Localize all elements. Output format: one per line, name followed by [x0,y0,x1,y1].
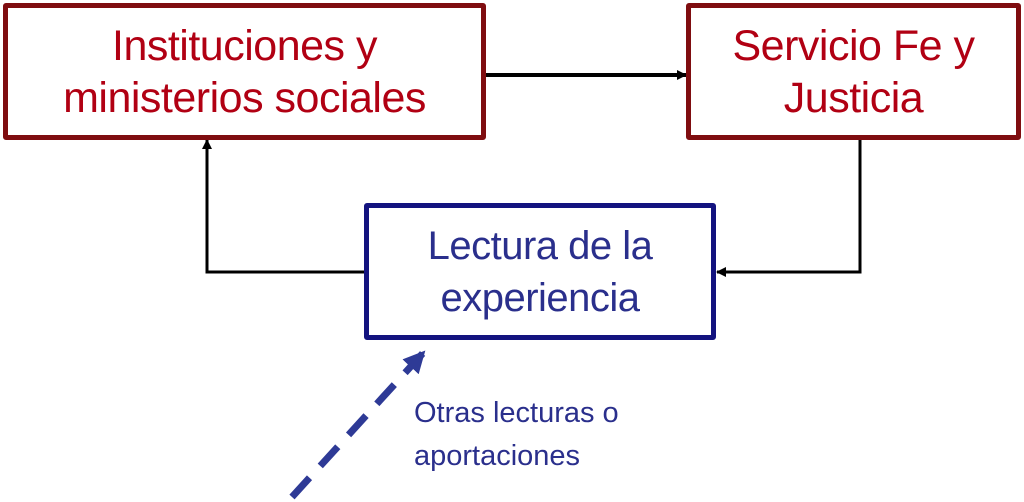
annotation-line-1: Otras lecturas o [414,397,619,429]
node-instituciones: Instituciones y ministerios sociales [3,3,486,140]
node-servicio-label: Servicio Fe y Justicia [732,20,975,124]
node-instituciones-label: Instituciones y ministerios sociales [63,20,426,124]
label-line-2: experiencia [440,275,640,320]
arrow-lectura-to-instituciones [202,139,368,274]
label-line-2: ministerios sociales [63,73,426,122]
annotation-line-2: aportaciones [414,440,581,472]
arrow-dashed-external-to-lectura [289,349,427,500]
node-lectura-experiencia: Lectura de la experiencia [364,203,716,340]
label-line-1: Lectura de la [427,223,653,268]
label-line-1: Servicio Fe y [732,21,975,70]
label-line-2: Justicia [783,73,924,122]
node-lectura-label: Lectura de la experiencia [428,220,653,324]
label-line-1: Instituciones y [112,21,377,70]
arrow-servicio-to-lectura [716,140,862,277]
node-servicio-fe-justicia: Servicio Fe y Justicia [686,3,1021,140]
annotation-otras-lecturas: Otras lecturas o aportaciones [414,392,619,478]
